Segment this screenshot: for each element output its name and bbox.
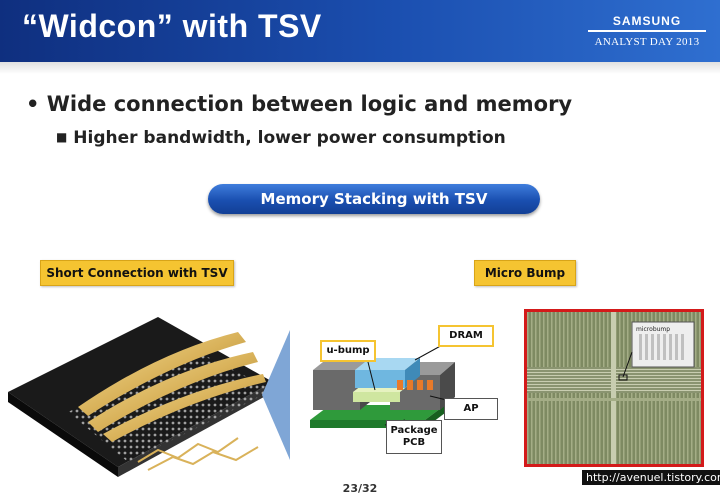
header-shadow-band	[0, 62, 720, 74]
bullet-dot-icon: •	[26, 92, 40, 116]
micro-bump-photo: microbump	[524, 309, 704, 467]
logo-line2: ANALYST DAY 2013	[594, 36, 700, 48]
bullet-main-text: Wide connection between logic and memory	[46, 92, 573, 116]
micro-bump-micrograph-icon: microbump	[527, 312, 701, 464]
bullet-sub-text: Higher bandwidth, lower power consumptio…	[73, 128, 506, 148]
bullet-square-icon: ■	[56, 130, 68, 144]
package-pcb-line2: PCB	[402, 437, 426, 448]
package-pcb-line1: Package	[390, 425, 438, 436]
samsung-logo: SAMSUNG ANALYST DAY 2013	[588, 14, 706, 48]
page-number: 23/32	[342, 482, 378, 495]
slide-title: “Widcon” with TSV	[22, 8, 322, 44]
callout-u-bump: u-bump	[320, 340, 376, 362]
logo-line1: SAMSUNG	[612, 14, 682, 28]
bullet-main: • Wide connection between logic and memo…	[26, 92, 572, 116]
stacking-diagram-icon	[310, 337, 456, 428]
callout-ap: AP	[444, 398, 498, 420]
header-bar: “Widcon” with TSV SAMSUNG ANALYST DAY 20…	[0, 0, 720, 62]
label-micro-bump: Micro Bump	[474, 260, 576, 286]
watermark-url: http://avenuel.tistory.com	[582, 470, 720, 485]
logo-underline-icon	[588, 30, 706, 32]
label-short-connection: Short Connection with TSV	[40, 260, 234, 286]
bullet-sub: ■ Higher bandwidth, lower power consumpt…	[56, 128, 506, 148]
photo-inset-label: microbump	[636, 326, 670, 333]
tsv-chip-illustration-icon	[8, 317, 273, 477]
callout-package-pcb: Package PCB	[386, 420, 442, 454]
connector-wedge-icon	[262, 330, 290, 460]
callout-dram: DRAM	[438, 325, 494, 347]
memory-stacking-banner: Memory Stacking with TSV	[208, 184, 540, 214]
